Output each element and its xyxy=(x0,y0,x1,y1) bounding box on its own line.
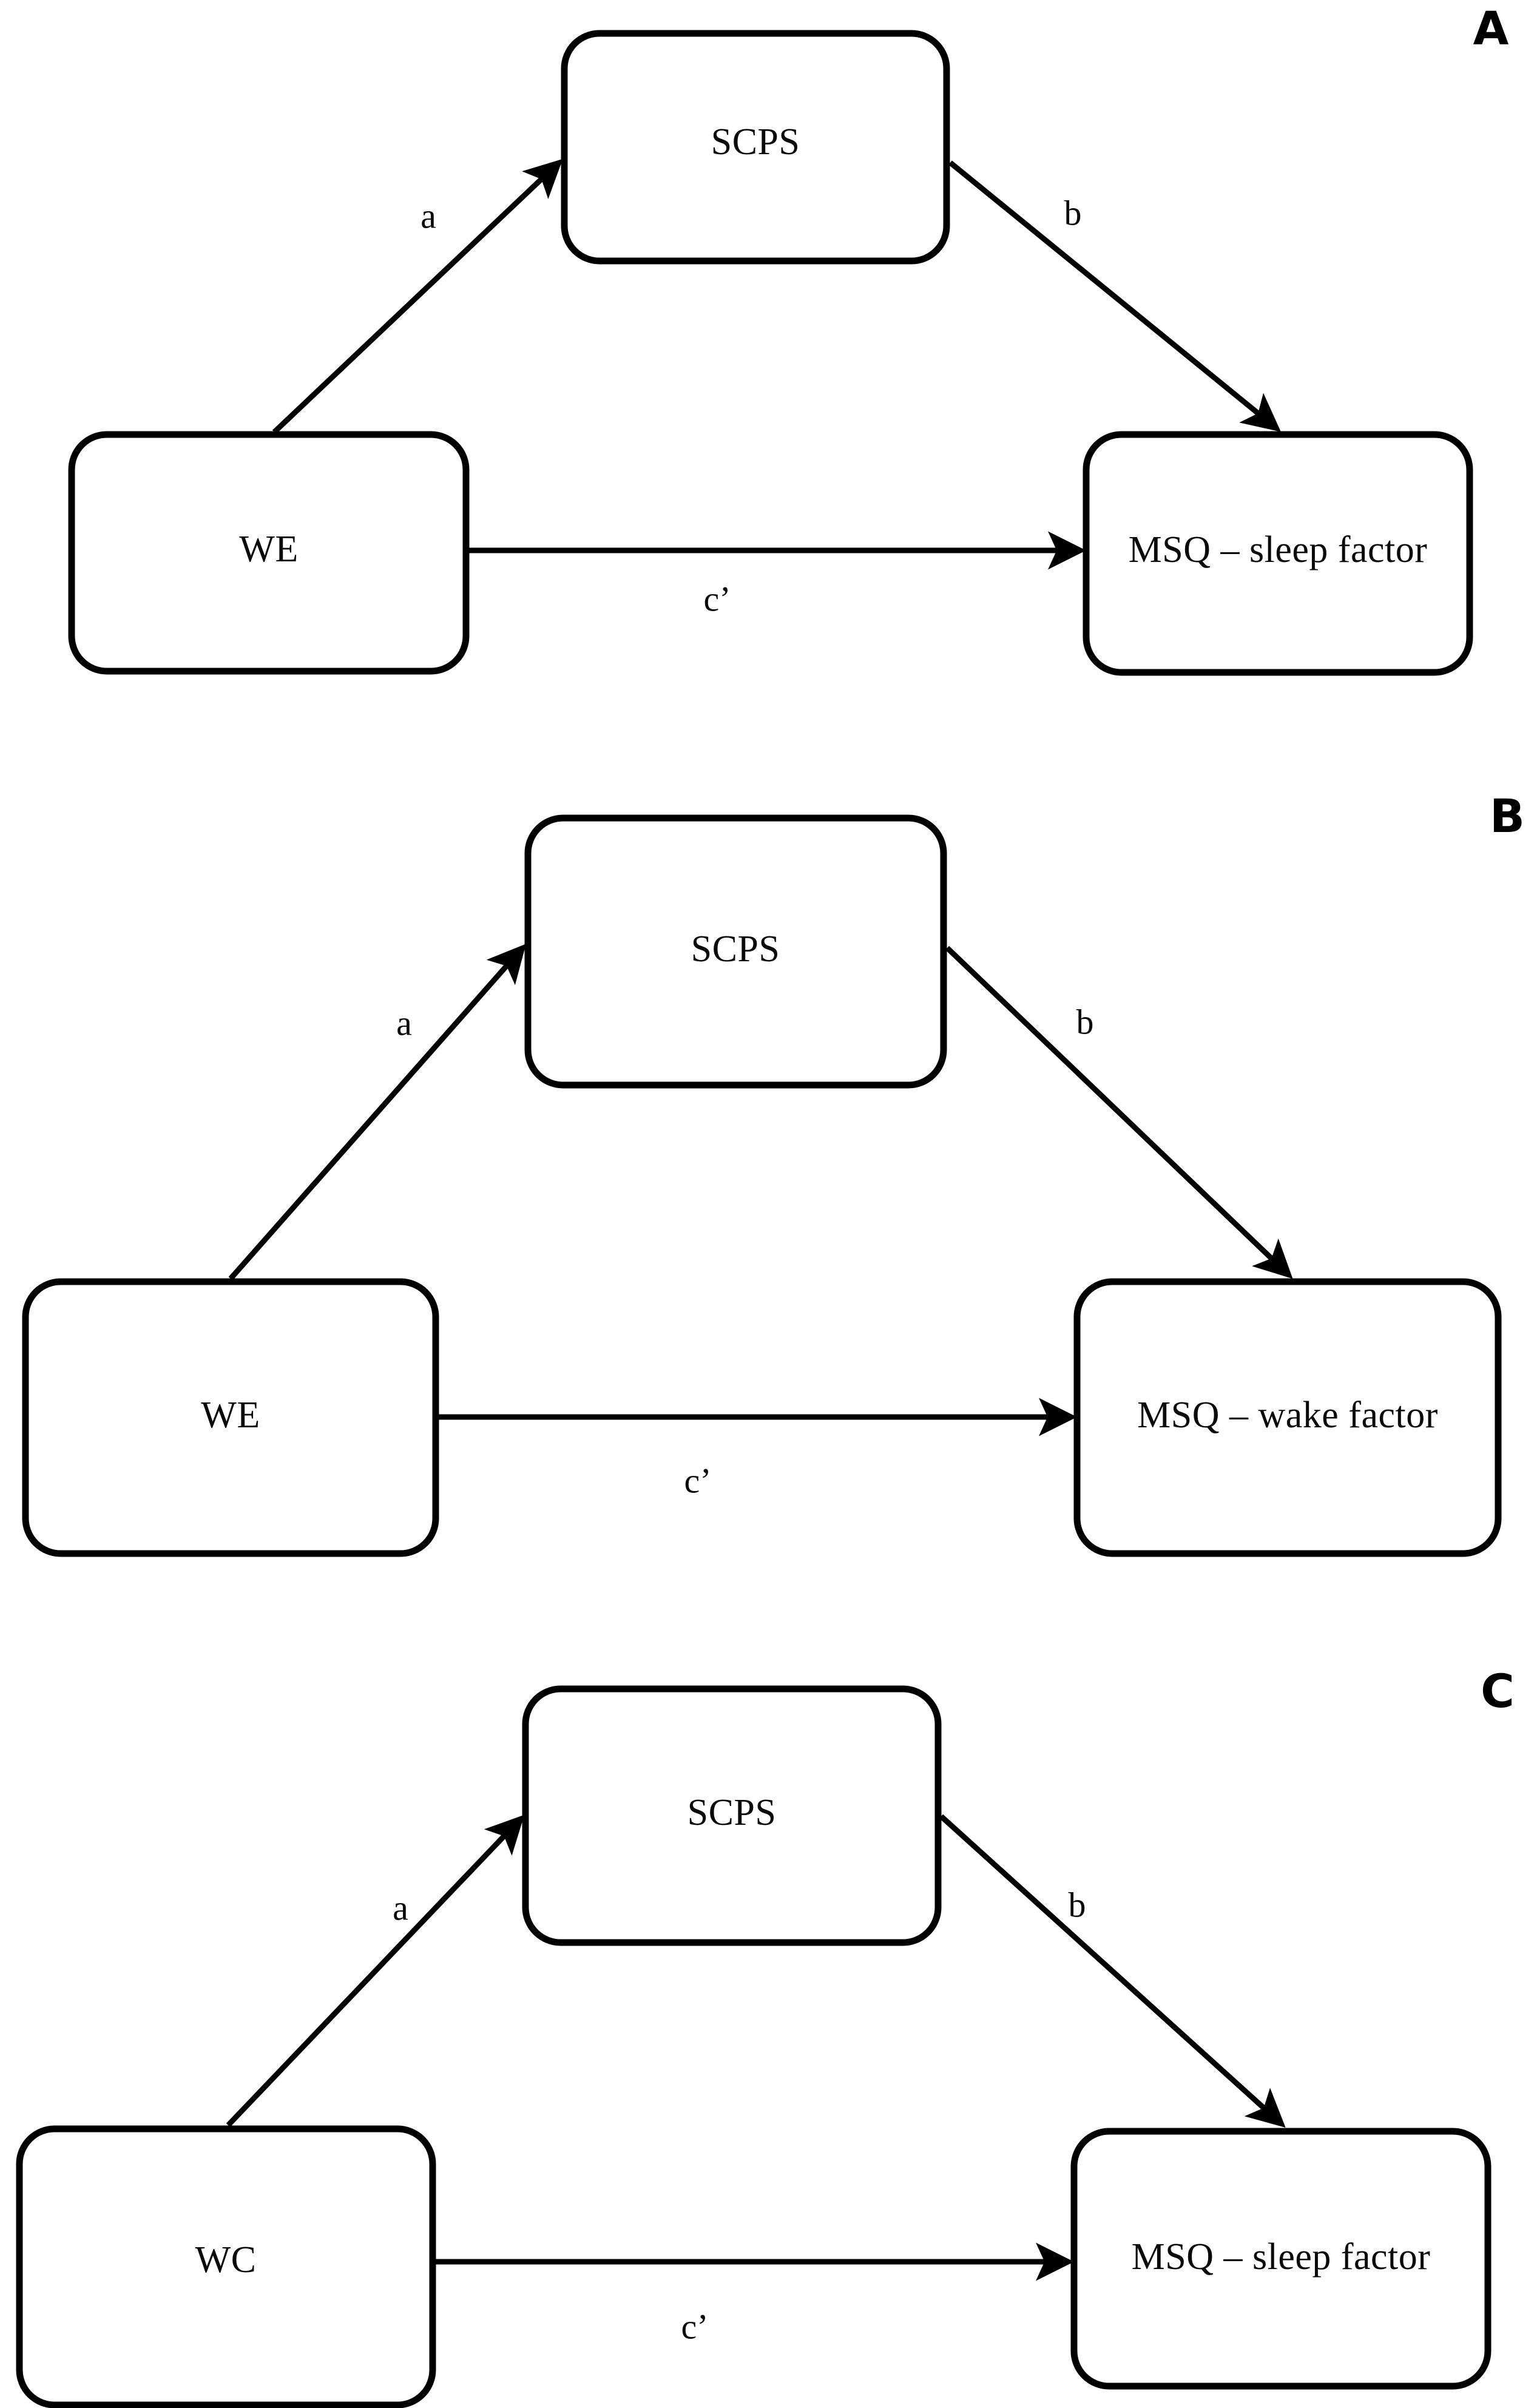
panel-c-predictor-label: WC xyxy=(195,2239,257,2281)
panel-a-path-a-label: a xyxy=(421,196,436,235)
panel-b-predictor-box xyxy=(22,1278,439,1557)
panel-a-letter: A xyxy=(1473,1,1509,55)
panel-c: SCPS WC MSQ – sleep factor a b c’ C xyxy=(16,1664,1515,2408)
panel-a-outcome-box xyxy=(1083,431,1473,676)
panel-a-path-a-arrow xyxy=(272,158,563,435)
panel-a-path-b-label: b xyxy=(1064,193,1082,232)
panel-c-path-cprime-label: c’ xyxy=(681,2307,708,2346)
panel-b-path-a-label: a xyxy=(396,1003,412,1043)
panel-c-path-b-arrow xyxy=(939,1814,1286,2128)
panel-c-letter: C xyxy=(1481,1664,1515,1718)
panel-b-path-b-label: b xyxy=(1076,1002,1094,1041)
panel-a-path-cprime-label: c’ xyxy=(703,579,731,618)
panel-b-path-b-arrow xyxy=(945,945,1293,1279)
panel-c-path-a-label: a xyxy=(393,1888,408,1927)
panel-a-mediator-box xyxy=(561,30,950,265)
panel-c-outcome-label: MSQ – sleep factor xyxy=(1132,2236,1431,2278)
panel-b-outcome-label: MSQ – wake factor xyxy=(1137,1395,1438,1436)
panel-a-mediator-label: SCPS xyxy=(711,121,800,163)
panel-c-path-a-arrow xyxy=(226,1814,525,2128)
panel-b-letter: B xyxy=(1490,789,1525,843)
panel-a: SCPS WE MSQ – sleep factor a b c’ A xyxy=(68,1,1509,676)
panel-c-predictor-box xyxy=(16,2125,436,2408)
panel-b: SCPS WE MSQ – wake factor a b c’ B xyxy=(22,789,1525,1557)
panel-b-mediator-label: SCPS xyxy=(691,928,780,970)
panel-b-predictor-label: WE xyxy=(201,1395,260,1436)
panel-c-outcome-box xyxy=(1070,2128,1491,2390)
panel-c-mediator-label: SCPS xyxy=(687,1792,777,1833)
panel-b-path-cprime-label: c’ xyxy=(684,1461,711,1500)
panel-a-outcome-label: MSQ – sleep factor xyxy=(1129,529,1428,570)
panel-b-outcome-box xyxy=(1073,1278,1502,1557)
panel-b-path-a-arrow xyxy=(228,944,526,1280)
panel-a-predictor-box xyxy=(68,431,470,675)
panel-b-mediator-box xyxy=(524,814,947,1089)
panel-c-path-b-label: b xyxy=(1069,1885,1086,1924)
panel-a-path-b-arrow xyxy=(948,160,1281,432)
panel-c-mediator-box xyxy=(522,1685,942,1946)
panel-a-predictor-label: WE xyxy=(239,529,298,570)
